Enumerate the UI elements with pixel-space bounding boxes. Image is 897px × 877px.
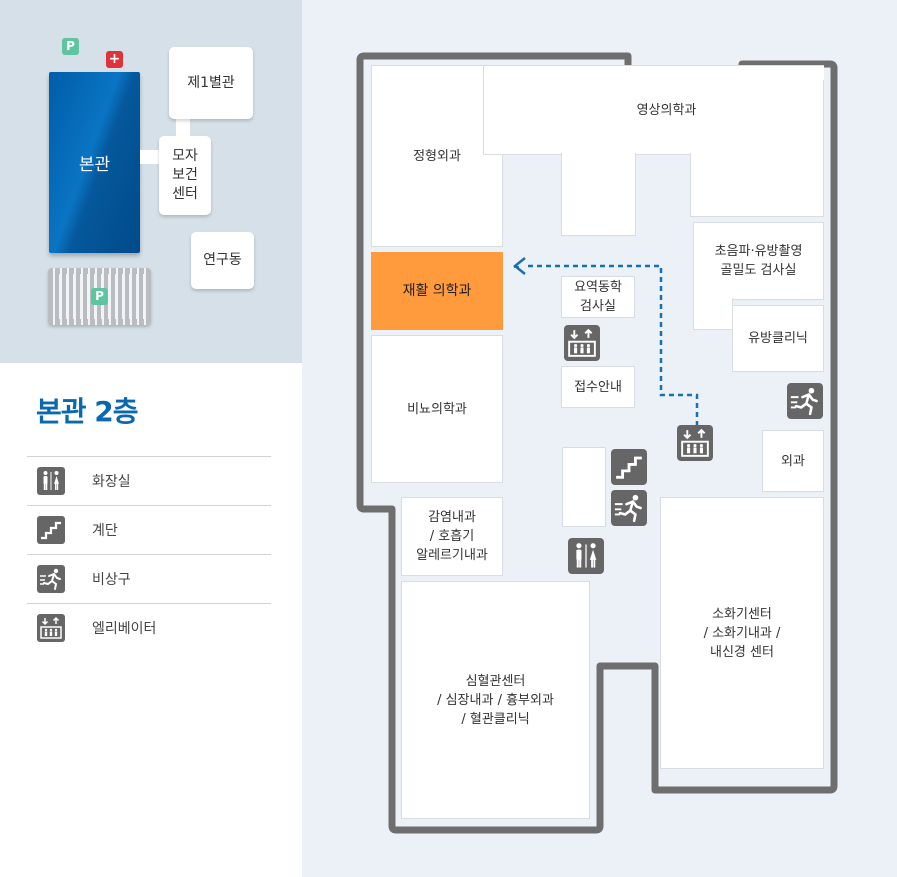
- legend-item-restroom: 화장실: [27, 456, 271, 505]
- room-infectious-disease[interactable]: 감염내과 / 호흡기 알레르기내과: [401, 497, 503, 576]
- room-cardiovascular-center[interactable]: 심혈관센터 / 심장내과 / 흉부외과 / 혈관클리닉: [401, 581, 590, 819]
- room-label: 감염내과 / 호흡기 알레르기내과: [416, 510, 488, 563]
- room-label: 재활 의학과: [402, 282, 472, 299]
- legend-label: 엘리베이터: [92, 621, 157, 637]
- legend: 화장실 계단 비상구: [27, 456, 271, 652]
- restroom-icon: [568, 538, 604, 574]
- connector: [176, 118, 190, 138]
- parking-lot-sign: P: [91, 288, 108, 305]
- legend-item-elevator: 엘리베이터: [27, 603, 271, 652]
- connector: [140, 150, 162, 164]
- campus-overview-map: P + 본관 제1별관 모자 보건 센터 연구동 P: [0, 0, 302, 363]
- room-label: 정형외과: [413, 148, 461, 164]
- emergency-exit-icon: [611, 490, 647, 526]
- stairs-icon: [37, 516, 65, 544]
- research-building[interactable]: 연구동: [191, 232, 254, 289]
- room-orthopedics[interactable]: 정형외과: [371, 65, 503, 247]
- emergency-exit-icon: [787, 383, 823, 419]
- parking-lot: P: [48, 268, 151, 325]
- room-label: 초음파·유방촬영 골밀도 검사실: [714, 244, 803, 278]
- room-label: 요역동학 검사실: [574, 280, 622, 314]
- annex-1-label: 제1별관: [187, 74, 235, 91]
- room-storage: [562, 447, 606, 527]
- room-label: 소화기센터 / 소화기내과 / 내신경 센터: [703, 606, 781, 660]
- legend-item-stairs: 계단: [27, 505, 271, 554]
- elevator-icon: [37, 614, 65, 642]
- emergency-exit-icon: [37, 565, 65, 593]
- route-arrow: [512, 257, 526, 275]
- main-building[interactable]: 본관: [49, 72, 140, 253]
- maternal-center-label: 모자 보건 센터: [172, 148, 198, 202]
- room-label: 영상의학과: [636, 102, 697, 118]
- maternal-center-building[interactable]: 모자 보건 센터: [159, 136, 211, 215]
- hospital-sign: +: [106, 51, 123, 68]
- room-urology[interactable]: 비뇨의학과: [371, 335, 503, 483]
- research-building-label: 연구동: [203, 252, 242, 268]
- room-breast-clinic[interactable]: 유방클리닉: [732, 305, 824, 372]
- floor-title: 본관 2층: [36, 395, 139, 428]
- legend-label: 비상구: [92, 572, 131, 588]
- legend-item-emergency-exit: 비상구: [27, 554, 271, 603]
- floor-plan: 정형외과 영상의학과 재활 의학과 요역동학 검사실 접수안내 초음파·유방촬영…: [302, 0, 897, 877]
- room-reception[interactable]: 접수안내: [561, 366, 635, 408]
- elevator-icon: [564, 325, 600, 361]
- legend-label: 화장실: [92, 474, 131, 490]
- room-digestive-center[interactable]: 소화기센터 / 소화기내과 / 내신경 센터: [660, 497, 824, 769]
- legend-label: 계단: [92, 523, 118, 539]
- restroom-icon: [37, 467, 65, 495]
- stairs-icon: [611, 449, 647, 485]
- room-label: 비뇨의학과: [407, 401, 467, 417]
- room-ultrasound[interactable]: 초음파·유방촬영 골밀도 검사실: [693, 222, 824, 300]
- elevator-icon: [677, 425, 713, 461]
- room-urodynamics[interactable]: 요역동학 검사실: [561, 276, 635, 318]
- route-path: [528, 264, 699, 425]
- room-label: 외과: [781, 453, 805, 469]
- room-radiology-wing: [690, 153, 824, 217]
- room-rehabilitation[interactable]: 재활 의학과: [371, 252, 503, 330]
- room-label: 심혈관센터 / 심장내과 / 흉부외과 / 혈관클리닉: [437, 673, 554, 727]
- annex-1-building[interactable]: 제1별관: [169, 47, 253, 119]
- main-building-label: 본관: [78, 155, 111, 175]
- parking-sign: P: [62, 38, 79, 55]
- room-label: 유방클리닉: [748, 331, 808, 346]
- room-surgery[interactable]: 외과: [762, 430, 824, 492]
- room-radiology-wing: [561, 153, 636, 236]
- room-label: 접수안내: [574, 379, 622, 395]
